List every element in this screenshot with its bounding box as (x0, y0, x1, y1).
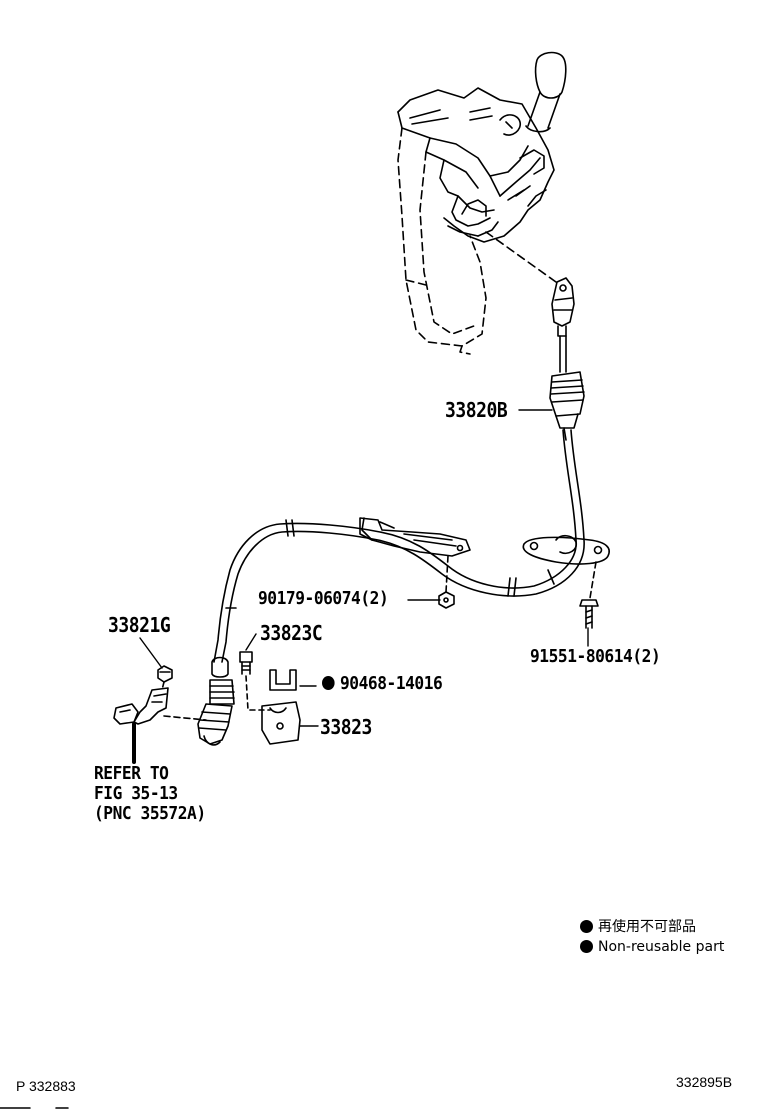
legend-dot-icon (580, 920, 593, 933)
legend-en-text: Non-reusable part (598, 939, 725, 955)
label-90468-14016: 90468-14016 (322, 673, 443, 694)
label-33823: 33823 (320, 715, 372, 739)
bracket-to-cable-dashed (163, 715, 207, 721)
bolt-91551-dashed (589, 561, 597, 599)
bolt-91551 (579, 599, 599, 629)
cable-transmission-end (197, 656, 235, 746)
legend-en: Non-reusable part (580, 938, 724, 956)
label-33823C: 33823C (260, 621, 323, 645)
refer-line-3: (PNC 35572A) (94, 803, 206, 824)
transmission-bracket (113, 687, 169, 725)
lever-to-cable-leader (485, 231, 557, 283)
nut-33821G (157, 665, 173, 683)
shift-lever-assembly (397, 51, 567, 243)
label-90179-06074: 90179-06074(2) (258, 588, 389, 609)
refer-line-2: FIG 35-13 (94, 783, 178, 804)
label-91551-80614: 91551-80614(2) (530, 646, 661, 667)
footer-left-code: P 332883 (16, 1078, 76, 1094)
nut-33821G-dashed (161, 681, 165, 691)
legend-jp-text: 再使用不可部品 (598, 919, 696, 935)
non-reusable-dot-icon (322, 676, 335, 690)
label-90468-text: 90468-14016 (340, 673, 443, 694)
nut-90179 (438, 591, 455, 609)
label-33820B: 33820B (445, 398, 508, 422)
cable-lever-end (549, 277, 585, 441)
nut-90179-dashed (445, 555, 449, 593)
lever-bracket-phantom (397, 127, 487, 355)
cable-mid-bracket (359, 517, 471, 557)
shift-cable (213, 429, 585, 663)
legend-jp: 再使用不可部品 (580, 918, 696, 936)
footer-right-code: 332895B (676, 1074, 733, 1090)
label-33821G: 33821G (108, 613, 171, 637)
refer-line-1: REFER TO (94, 763, 169, 784)
clip-90468 (269, 669, 297, 691)
bolt-33823C (239, 651, 253, 675)
bracket-33823 (261, 701, 301, 745)
legend-dot-icon (580, 940, 593, 953)
leader-lines (139, 409, 589, 727)
cable-floor-plate (522, 534, 610, 565)
